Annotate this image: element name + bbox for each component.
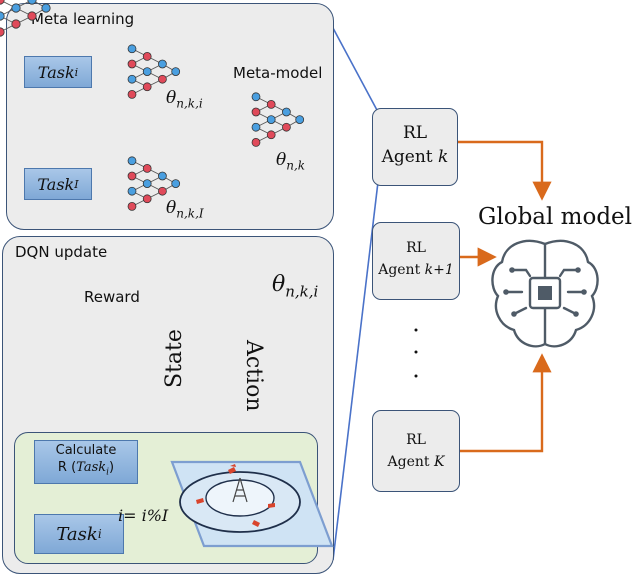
task-subscript: I (74, 177, 79, 191)
action-label: Action (241, 340, 266, 412)
meta-model-theta: θn,k (276, 150, 306, 173)
task-label: Task (37, 62, 75, 82)
reward-label: Reward (84, 288, 140, 306)
theta-top-label: θn,k,i (166, 88, 203, 111)
rl-agent-k: RL Agent k (372, 108, 458, 186)
agent-k-to-global-arrow (458, 140, 552, 201)
zoom-line-top (332, 27, 379, 113)
meta-learning-title: Meta learning (31, 10, 135, 28)
dqn-update-title: DQN update (15, 243, 108, 261)
zoom-line-bottom (332, 181, 379, 561)
meta-model-label: Meta-model (233, 64, 323, 82)
task-label: Task (37, 174, 75, 194)
rl-agent-k1: RL Agent k+1 (372, 222, 460, 300)
theta-bottom-label: θn,k,I (166, 198, 204, 221)
rl-agent-K: RL Agent K (372, 410, 460, 492)
index-update-label: i= i%I (118, 506, 169, 525)
agent-K-to-global-arrow (460, 353, 552, 453)
task-subscript: i (74, 65, 79, 79)
calculate-reward-box: Calculate R (Taski) (34, 440, 138, 484)
global-model-label: Global model (478, 204, 633, 230)
reward-formula: R (Taski) (57, 460, 115, 478)
dqn-theta-label: θn,k,i (272, 272, 319, 301)
state-label: State (162, 329, 187, 388)
agent-ellipsis (414, 328, 418, 378)
calculate-label: Calculate (55, 443, 117, 459)
